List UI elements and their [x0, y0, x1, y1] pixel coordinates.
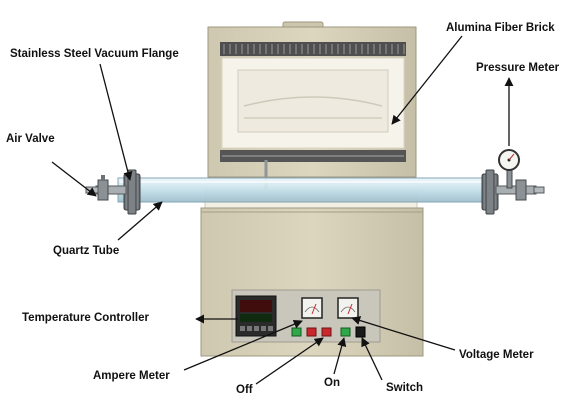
ampere-meter-gauge [301, 297, 323, 319]
label-on: On [324, 377, 340, 389]
voltage-meter-gauge [337, 297, 359, 319]
controller-keys [240, 326, 273, 331]
label-quartz-tube: Quartz Tube [53, 245, 120, 257]
label-air-valve: Air Valve [6, 133, 55, 145]
furnace-lid [207, 21, 417, 190]
label-ampere-meter: Ampere Meter [93, 370, 170, 382]
temperature-display [240, 300, 272, 312]
lid-chamber-recess [237, 69, 389, 133]
arrow-quartz-tube [117, 201, 163, 241]
arrow-on [333, 337, 347, 375]
lid-vent-slats [223, 44, 405, 54]
air-valve-body [97, 179, 109, 201]
arrow-ampere-meter [183, 319, 303, 371]
label-alumina-fiber-brick: Alumina Fiber Brick [446, 22, 555, 34]
pressure-gauge [498, 149, 520, 171]
arrow-off [255, 337, 324, 385]
pressure-gauge-stem [506, 167, 513, 189]
lid-chamber-arch [243, 96, 383, 107]
label-off: Off [236, 384, 253, 396]
arrow-alumina-fiber-brick [391, 35, 463, 125]
green-button-left[interactable] [291, 327, 302, 337]
arrow-stainless-flange [99, 63, 133, 181]
on-button[interactable] [340, 327, 351, 337]
off-button[interactable] [321, 327, 332, 337]
label-pressure-meter: Pressure Meter [476, 62, 560, 74]
temperature-controller [235, 295, 277, 337]
arrow-air-valve [51, 161, 97, 197]
callout-arrows [51, 35, 514, 385]
power-switch[interactable] [355, 326, 366, 338]
arrow-voltage-meter [351, 316, 456, 351]
label-voltage-meter: Voltage Meter [459, 349, 534, 361]
label-temperature-controller: Temperature Controller [22, 312, 149, 324]
quartz-tube-assembly [85, 149, 545, 215]
label-stainless-steel-vacuum-flange: Stainless Steel Vacuum Flange [10, 48, 179, 60]
red-button-left[interactable] [306, 327, 317, 337]
label-switch: Switch [386, 382, 424, 394]
arrow-switch [361, 337, 383, 381]
furnace-body [200, 189, 424, 357]
